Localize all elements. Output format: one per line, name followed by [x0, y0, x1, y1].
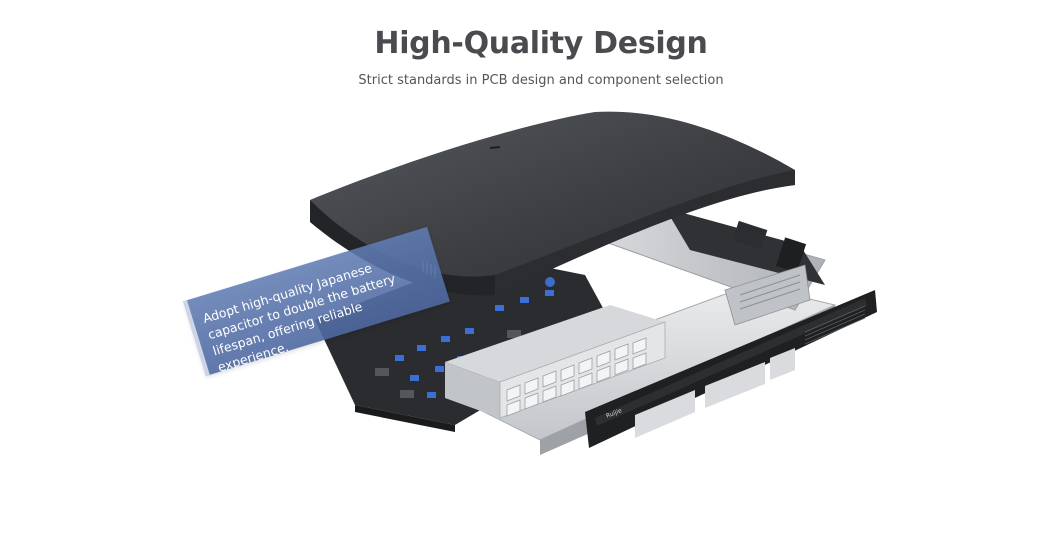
- front-panel: Ruijie: [585, 290, 877, 448]
- rj45-port-block: [445, 268, 666, 419]
- section-subtitle: Strict standards in PCB design and compo…: [358, 73, 724, 88]
- section-title: High-Quality Design: [374, 26, 708, 61]
